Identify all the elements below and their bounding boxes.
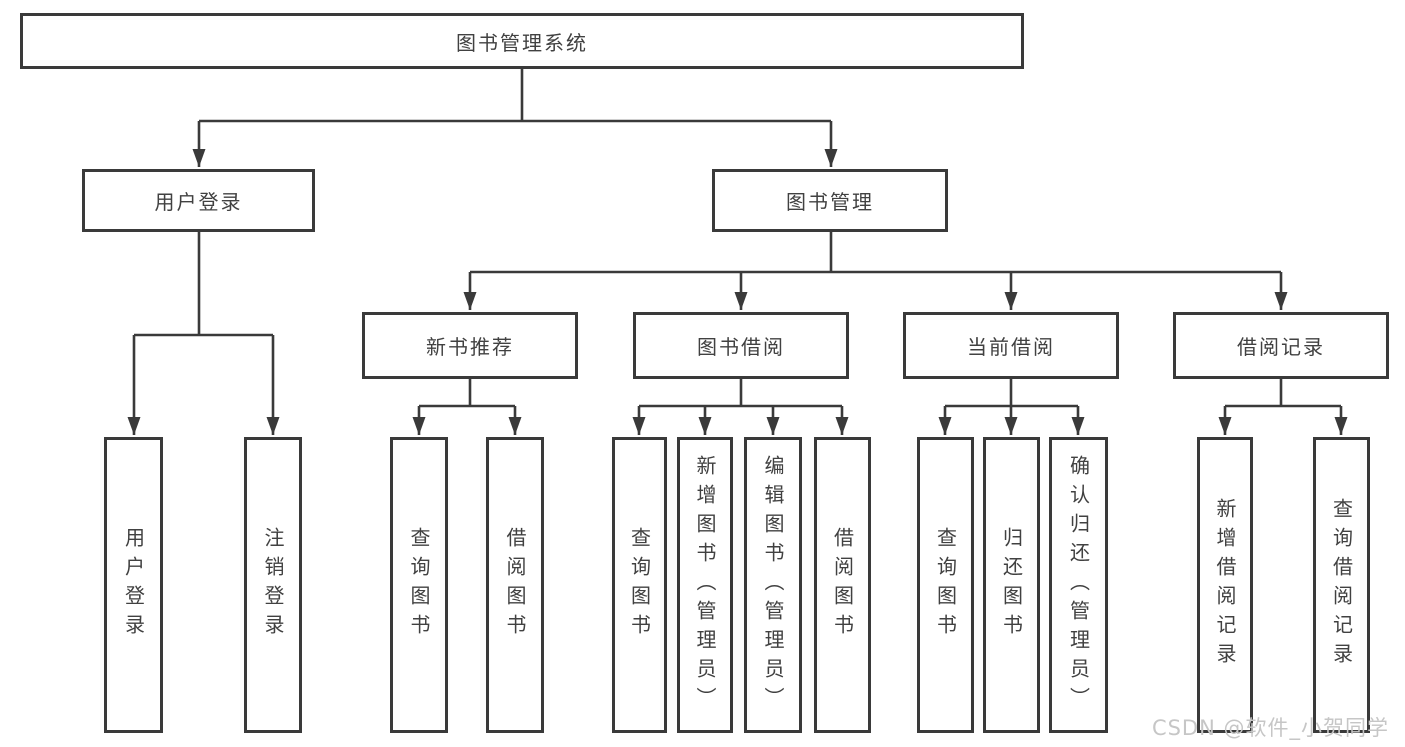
node-label: 用户登录 — [121, 527, 146, 643]
node-library-management-system: 图书管理系统 — [20, 13, 1024, 69]
node-label: 借阅图书 — [503, 527, 527, 643]
node-user-login-leaf: 用户登录 — [104, 437, 163, 733]
node-book-borrowing: 图书借阅 — [633, 312, 849, 379]
node-label: 图书管理 — [786, 190, 874, 214]
node-label: 归还图书 — [999, 527, 1024, 643]
node-label: 查询图书 — [407, 527, 431, 643]
node-cur-query-books: 查询图书 — [917, 437, 974, 733]
node-confirm-return-admin: 确认归还（管理员） — [1049, 437, 1108, 733]
node-bor-borrow-books: 借阅图书 — [814, 437, 871, 733]
node-rec-borrow-books: 借阅图书 — [486, 437, 544, 733]
node-label: 用户登录 — [154, 190, 243, 214]
csdn-watermark: CSDN @软件_小贺同学 — [1151, 716, 1389, 740]
node-label: 编辑图书（管理员） — [761, 454, 785, 716]
node-label: 借阅图书 — [830, 527, 855, 643]
node-book-management: 图书管理 — [712, 169, 948, 232]
node-label: 注销登录 — [261, 527, 285, 643]
node-return-books: 归还图书 — [983, 437, 1040, 733]
node-logout: 注销登录 — [244, 437, 302, 733]
node-add-books-admin: 新增图书（管理员） — [677, 437, 733, 733]
node-label: 新增图书（管理员） — [693, 454, 717, 716]
node-label: 查询图书 — [627, 527, 652, 643]
node-label: 借阅记录 — [1237, 335, 1325, 359]
node-rec-query-books: 查询图书 — [390, 437, 448, 733]
node-user-login: 用户登录 — [82, 169, 315, 232]
node-add-borrow-record: 新增借阅记录 — [1197, 437, 1253, 733]
node-label: 图书借阅 — [697, 335, 785, 359]
node-bor-query-books: 查询图书 — [612, 437, 667, 733]
node-edit-books-admin: 编辑图书（管理员） — [744, 437, 802, 733]
node-label: 查询图书 — [933, 527, 958, 643]
node-label: 当前借阅 — [967, 335, 1055, 359]
node-label: 新书推荐 — [426, 335, 514, 359]
node-label: 图书管理系统 — [456, 30, 588, 55]
node-label: 确认归还（管理员） — [1066, 454, 1091, 716]
node-current-borrowing: 当前借阅 — [903, 312, 1119, 379]
node-label: 查询借阅记录 — [1329, 498, 1354, 672]
node-label: 新增借阅记录 — [1213, 498, 1237, 672]
node-new-book-recommendation: 新书推荐 — [362, 312, 578, 379]
node-query-borrow-record: 查询借阅记录 — [1313, 437, 1370, 733]
node-borrowing-records: 借阅记录 — [1173, 312, 1389, 379]
